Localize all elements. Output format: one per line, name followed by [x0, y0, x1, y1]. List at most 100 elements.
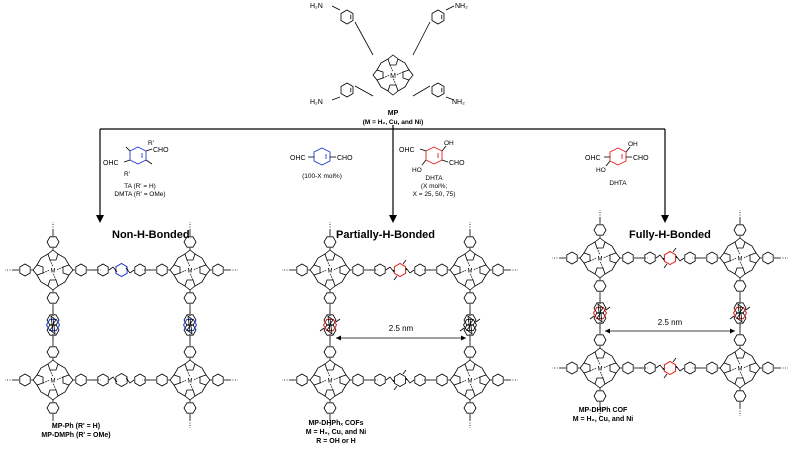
svg-text:CHO: CHO — [153, 147, 169, 154]
benzene-ring — [463, 346, 477, 358]
porphyrin-node: M — [700, 328, 780, 408]
porphyrin-node: M — [430, 340, 510, 420]
benzene-ring — [134, 263, 146, 277]
benzene-ring — [463, 318, 477, 332]
product-label: M = H₂, Cu, and Ni — [306, 429, 367, 436]
imine-linker — [182, 310, 198, 340]
benzene-ring — [183, 236, 197, 248]
benzene-ring — [323, 324, 337, 336]
benzene-ring — [323, 402, 337, 414]
benzene-ring — [46, 346, 60, 358]
benzene-ring — [593, 280, 607, 292]
benzene-ring — [212, 263, 224, 277]
benzene-ring — [566, 251, 578, 265]
porphyrin-node: M — [150, 340, 230, 420]
benzene-ring — [622, 251, 634, 265]
benzene-ring — [46, 324, 60, 336]
imine-linker — [729, 298, 751, 328]
benzene-ring — [134, 373, 146, 387]
porphyrin-node: M — [700, 218, 780, 298]
reagent-ta: OHC CHO R' R' TA (R' = H) DMTA (R' = OMe… — [103, 140, 169, 198]
svg-text:HO: HO — [412, 167, 422, 174]
reagent-name: DMTA (R' = OMe) — [114, 191, 165, 198]
benzene-ring — [644, 251, 656, 265]
benzene-ring — [622, 361, 634, 375]
imine-linker — [93, 373, 150, 387]
benzene-ring — [593, 224, 607, 236]
imine-linker — [370, 369, 430, 391]
benzene-ring — [593, 334, 607, 346]
svg-text:OHC: OHC — [585, 155, 601, 162]
benzene-ring — [414, 373, 426, 387]
benzene-ring — [684, 251, 696, 265]
benzene-ring — [46, 292, 60, 304]
svg-text:X = 25, 50, 75): X = 25, 50, 75) — [413, 191, 456, 198]
imine-linker — [93, 262, 150, 278]
benzene-ring — [75, 373, 87, 387]
porphyrin-node: M — [560, 218, 640, 298]
amine-label: NH₂ — [452, 99, 465, 106]
monomer-label: MP — [388, 110, 399, 117]
cof-partially-h-bonded: M M M M — [282, 222, 518, 428]
metal-center: M — [468, 379, 473, 385]
amine-label: H₂N — [310, 3, 323, 10]
svg-text:CHO: CHO — [633, 155, 649, 162]
porphyrin-node: M — [150, 230, 230, 310]
imine-linker — [589, 298, 611, 328]
benzene-ring — [19, 373, 31, 387]
benzene-ring — [75, 263, 87, 277]
title-fully-h-bonded: Fully-H-Bonded — [629, 229, 711, 241]
benzene-ring — [592, 306, 608, 320]
benzene-ring — [323, 236, 337, 248]
benzene-ring — [352, 263, 364, 277]
benzene-ring — [323, 346, 337, 358]
benzene-ring — [492, 373, 504, 387]
benzene-ring — [182, 318, 198, 332]
reagent-name: DHTA — [425, 175, 443, 182]
product-label: MP-DMPh (R' = OMe) — [41, 432, 110, 439]
reagent-name: TA (R' = H) — [124, 183, 156, 190]
porphyrin-node: M — [560, 328, 640, 408]
benzene-ring — [436, 373, 448, 387]
metal-center: M — [51, 379, 56, 385]
product-label: MP-DHPh COF — [579, 407, 628, 414]
benzene-ring — [115, 373, 128, 387]
metal-center: M — [51, 269, 56, 275]
imine-linker — [640, 357, 700, 379]
benzene-ring — [156, 373, 168, 387]
amine-label: H₂N — [310, 99, 323, 106]
metal-center: M — [328, 379, 333, 385]
metal-center: M — [738, 257, 743, 263]
benzene-ring — [374, 263, 386, 277]
porphyrin-node: M — [13, 230, 93, 310]
benzene-ring — [183, 292, 197, 304]
title-non-h-bonded: Non-H-Bonded — [112, 229, 190, 241]
benzene-ring — [436, 263, 448, 277]
svg-text:(X mol%;: (X mol%; — [421, 183, 448, 190]
reagent-name: (100-X mol%) — [302, 173, 342, 180]
benzene-ring — [183, 324, 197, 336]
monomer-metal-note: (M = H₂, Cu, and Ni) — [363, 119, 423, 126]
benzene-ring — [323, 292, 337, 304]
distance-label: 2.5 nm — [389, 324, 414, 333]
svg-text:OHC: OHC — [103, 160, 119, 167]
svg-text:R': R' — [124, 171, 130, 178]
porphyrin-node: M — [430, 230, 510, 310]
benzene-ring — [183, 402, 197, 414]
metal-center: M — [188, 379, 193, 385]
benzene-ring — [762, 361, 774, 375]
benzene-ring — [414, 263, 426, 277]
benzene-ring — [46, 236, 60, 248]
imine-linker — [459, 310, 481, 340]
cof-non-h-bonded: M M M M — [5, 222, 238, 428]
benzene-ring — [663, 250, 677, 266]
benzene-ring — [733, 280, 747, 292]
benzene-ring — [393, 262, 407, 278]
benzene-ring — [183, 346, 197, 358]
metal-center: M — [328, 269, 333, 275]
svg-text:HO: HO — [596, 167, 606, 174]
product-label: M = H₂, Cu, and Ni — [573, 416, 634, 423]
